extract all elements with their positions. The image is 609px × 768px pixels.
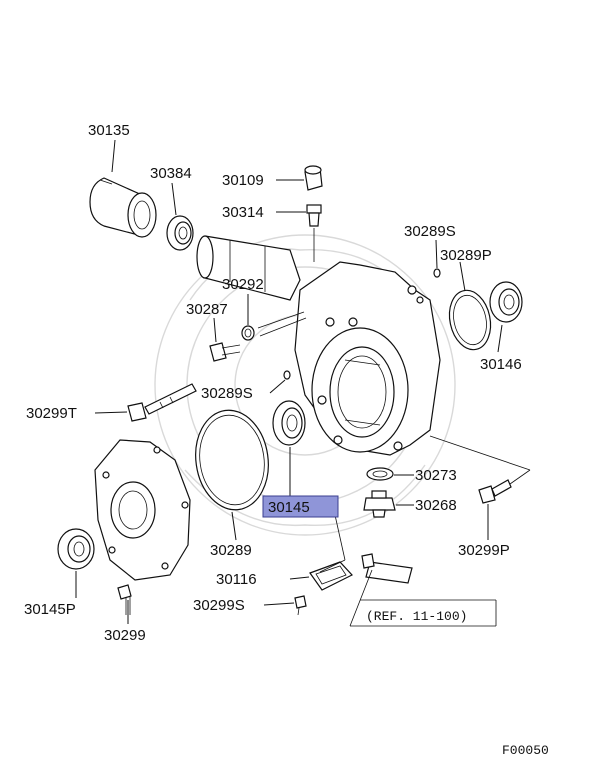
part-30289S-oring-top[interactable] (433, 268, 441, 278)
part-30268-plug[interactable] (363, 490, 396, 518)
figure-code: F00050 (502, 743, 549, 758)
label-30145[interactable]: 30145 (268, 499, 310, 516)
part-30135-sleeve[interactable] (89, 177, 157, 238)
part-30292-washer[interactable] (241, 325, 255, 341)
label-30109[interactable]: 30109 (222, 172, 264, 189)
part-30289S-oring-mid[interactable] (283, 370, 291, 380)
label-30289S-mid[interactable]: 30289S (201, 385, 253, 402)
label-30292[interactable]: 30292 (222, 276, 264, 293)
labels: 30135 30384 30109 30314 30289S 30289P 30… (24, 122, 549, 758)
label-30299[interactable]: 30299 (104, 627, 146, 644)
label-30289[interactable]: 30289 (210, 542, 252, 559)
part-30299-bolt[interactable] (117, 584, 132, 615)
label-30299T[interactable]: 30299T (26, 405, 77, 422)
part-30287-bolt[interactable] (209, 342, 241, 362)
label-30135[interactable]: 30135 (88, 122, 130, 139)
label-30299P[interactable]: 30299P (458, 542, 510, 559)
part-30146-seal[interactable] (489, 281, 523, 323)
part-30299S-bolt[interactable] (294, 595, 307, 616)
label-30289P[interactable]: 30289P (440, 247, 492, 264)
label-30145P[interactable]: 30145P (24, 601, 76, 618)
speedo-housing (196, 235, 301, 301)
label-30273[interactable]: 30273 (415, 467, 457, 484)
label-30289S-top[interactable]: 30289S (404, 223, 456, 240)
part-ref-connector (361, 553, 413, 584)
part-30289-large-oring[interactable] (189, 405, 274, 514)
part-30273-washer[interactable] (366, 467, 394, 481)
part-30116-cover-plate[interactable] (309, 561, 353, 591)
label-ref[interactable]: (REF. 11-100) (366, 609, 467, 624)
part-30145P-seal[interactable] (57, 528, 95, 570)
label-30287[interactable]: 30287 (186, 301, 228, 318)
ref-callout[interactable] (349, 569, 497, 627)
part-30314-plug[interactable] (306, 204, 322, 227)
label-30384[interactable]: 30384 (150, 165, 192, 182)
part-30299T-long-bolt[interactable] (127, 383, 197, 422)
label-30314[interactable]: 30314 (222, 204, 264, 221)
label-30116[interactable]: 30116 (216, 571, 257, 588)
part-30299P-bolt[interactable] (478, 479, 512, 504)
label-30299S[interactable]: 30299S (193, 597, 245, 614)
part-rear-housing (94, 439, 191, 581)
part-30109-cap[interactable] (304, 165, 323, 191)
part-30145-seal[interactable] (272, 400, 306, 446)
label-30146[interactable]: 30146 (480, 356, 522, 373)
highlight-box-30145 (262, 495, 339, 518)
part-transfer-case-cover (294, 261, 441, 456)
part-30384-seal[interactable] (166, 215, 194, 251)
part-30289P-oring[interactable] (444, 286, 496, 353)
label-30268[interactable]: 30268 (415, 497, 457, 514)
